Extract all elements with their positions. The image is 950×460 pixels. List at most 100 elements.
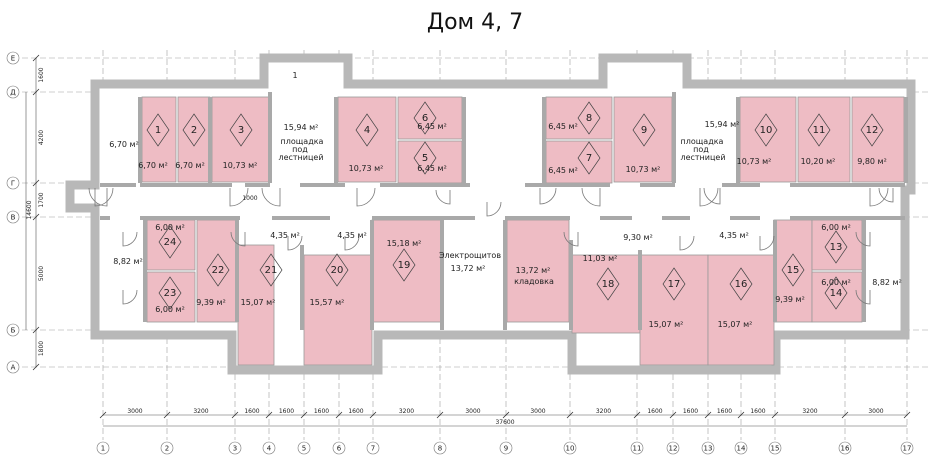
door-swing (435, 189, 451, 205)
dimension-tick (633, 411, 641, 419)
segment-dimension: 3200 (399, 408, 414, 415)
grid-col-label: 7 (371, 445, 375, 453)
dimension-tick (566, 411, 574, 419)
grid-bubble-col (734, 441, 748, 455)
grid-bubble-row (6, 176, 20, 190)
room-23 (146, 271, 196, 323)
door-swing (122, 231, 138, 247)
grid-bubble-col (228, 441, 242, 455)
room-area-11: 10,20 м² (801, 157, 836, 166)
stair-left-text: площадка (281, 137, 324, 146)
dimension-tick (32, 88, 40, 96)
room-area-9: 10,73 м² (626, 165, 661, 174)
dimension-tick (502, 411, 510, 419)
door-swing (356, 187, 376, 207)
room-tag-diamond (632, 113, 656, 147)
room-area-23: 6,00 м² (155, 305, 185, 314)
dimension-tick (737, 411, 745, 419)
room-number-6: 6 (422, 113, 428, 124)
dimension-tick (436, 411, 444, 419)
room-12 (851, 96, 905, 183)
room-number-11: 11 (813, 125, 826, 136)
door-swing (539, 187, 557, 205)
room-number-22: 22 (212, 265, 225, 276)
room-21 (237, 244, 275, 366)
room-number-15: 15 (787, 265, 800, 276)
door-swing (581, 187, 601, 207)
grid-bubble-col (332, 441, 346, 455)
door-swing (855, 231, 871, 247)
room-6 (397, 96, 463, 140)
room-area-17: 15,07 м² (649, 320, 684, 329)
grid-bubble-col (630, 441, 644, 455)
stair-left-area: 15,94 м² (284, 123, 319, 132)
room-tag-diamond (577, 141, 601, 175)
room-number-21: 21 (265, 265, 278, 276)
room-number-13: 13 (830, 242, 843, 253)
room-tag-diamond (413, 101, 437, 135)
room-number-19: 19 (398, 260, 411, 271)
grid-row-label: А (11, 364, 16, 372)
left-segment-dimension: 1600 (38, 67, 45, 82)
segment-dimension: 3000 (127, 408, 142, 415)
room-tag-diamond (577, 101, 601, 135)
grid-row-label: Д (10, 89, 16, 97)
grid-bubble-col (838, 441, 852, 455)
room-area-6: 6,45 м² (417, 122, 447, 131)
grid-col-label: 2 (165, 445, 169, 453)
room-5 (397, 140, 463, 184)
room-2 (177, 96, 211, 183)
door-swing (563, 231, 579, 247)
room-area-4: 10,73 м² (349, 164, 384, 173)
room-4 (337, 96, 397, 183)
dimension-tick (265, 411, 273, 419)
grid-col-label: 16 (841, 445, 850, 453)
corridor-area-right: 8,82 м² (872, 278, 902, 287)
room-1 (141, 96, 177, 183)
room-number-16: 16 (735, 279, 748, 290)
vestibule-area: 4,35 м² (719, 231, 749, 240)
left-segment-dimension: 1700 (38, 192, 45, 207)
grid-bubble-row (6, 51, 20, 65)
dimension-tick (903, 411, 911, 419)
room-tag-diamond (596, 267, 620, 301)
door-swing (287, 235, 303, 251)
room-11 (797, 96, 851, 183)
storage-area: 13,72 м² (516, 266, 551, 275)
dimension-tick (32, 179, 40, 187)
grid-bubble-col (900, 441, 914, 455)
grid-col-label: 13 (704, 445, 713, 453)
grid-col-label: 9 (504, 445, 508, 453)
room-9 (613, 96, 673, 183)
door-swing (261, 187, 281, 207)
corridor-area-left: 8,82 м² (113, 257, 143, 266)
room-area-3: 10,73 м² (223, 161, 258, 170)
room-number-3: 3 (238, 125, 244, 136)
room-number-1: 1 (155, 125, 161, 136)
door-swing (679, 235, 695, 251)
grid-col-label: 1 (101, 445, 105, 453)
segment-dimension: 1600 (314, 408, 329, 415)
grid-bubble-row (6, 210, 20, 224)
grid-bubble-row (6, 323, 20, 337)
segment-dimension: 3000 (868, 408, 883, 415)
room-area-20: 15,57 м² (310, 298, 345, 307)
grid-bubble-col (262, 441, 276, 455)
room-tag-diamond (229, 113, 253, 147)
grid-col-label: 8 (438, 445, 442, 453)
room-tag-diamond (662, 267, 686, 301)
grid-bubble-col (366, 441, 380, 455)
room-tag-diamond (413, 141, 437, 175)
room-tag-diamond (392, 248, 416, 282)
room-tag-diamond (259, 253, 283, 287)
grid-col-label: 6 (337, 445, 342, 453)
segment-dimension: 3200 (802, 408, 817, 415)
room-number-2: 2 (191, 125, 197, 136)
dimension-tick (99, 411, 107, 419)
room-15 (773, 219, 813, 323)
room-14 (811, 271, 863, 323)
room-area-14: 6,00 м² (821, 278, 851, 287)
segment-dimension: 1600 (683, 408, 698, 415)
grid-bubble-row (6, 360, 20, 374)
room-area-2: 6,70 м² (175, 161, 205, 170)
